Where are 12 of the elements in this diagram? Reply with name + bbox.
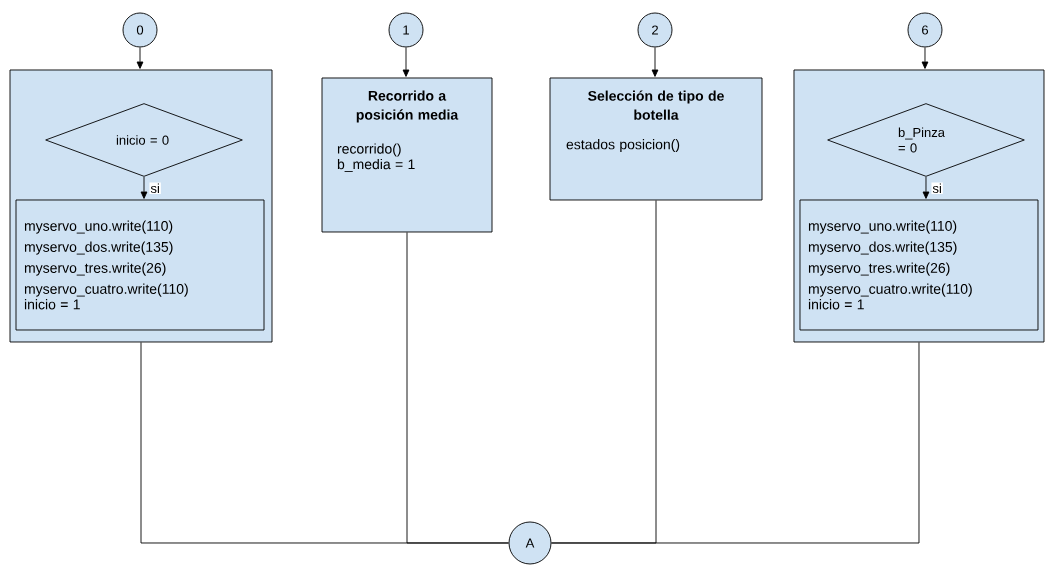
process-box: myservo_uno.write(110) myservo_dos.write(135) myservo_tres.write(26) myservo_cuatro.write(110) inicio = 1 — [799, 199, 1039, 331]
arrow — [921, 47, 929, 69]
process-box: myservo_uno.write(110) myservo_dos.write(135) myservo_tres.write(26) myservo_cuatro.write(110) inicio = 1 — [15, 199, 265, 331]
edge-label: si — [149, 182, 161, 194]
edge-label: si — [931, 182, 943, 194]
process-box: Selección de tipo de botella estados posicion() — [549, 77, 763, 201]
process-box: Recorrido a posición media recorrido() b_media = 1 — [321, 77, 493, 233]
arrow — [922, 176, 930, 199]
arrow — [402, 47, 410, 77]
arrow — [136, 47, 144, 69]
arrow — [651, 47, 659, 77]
arrow — [140, 176, 148, 199]
